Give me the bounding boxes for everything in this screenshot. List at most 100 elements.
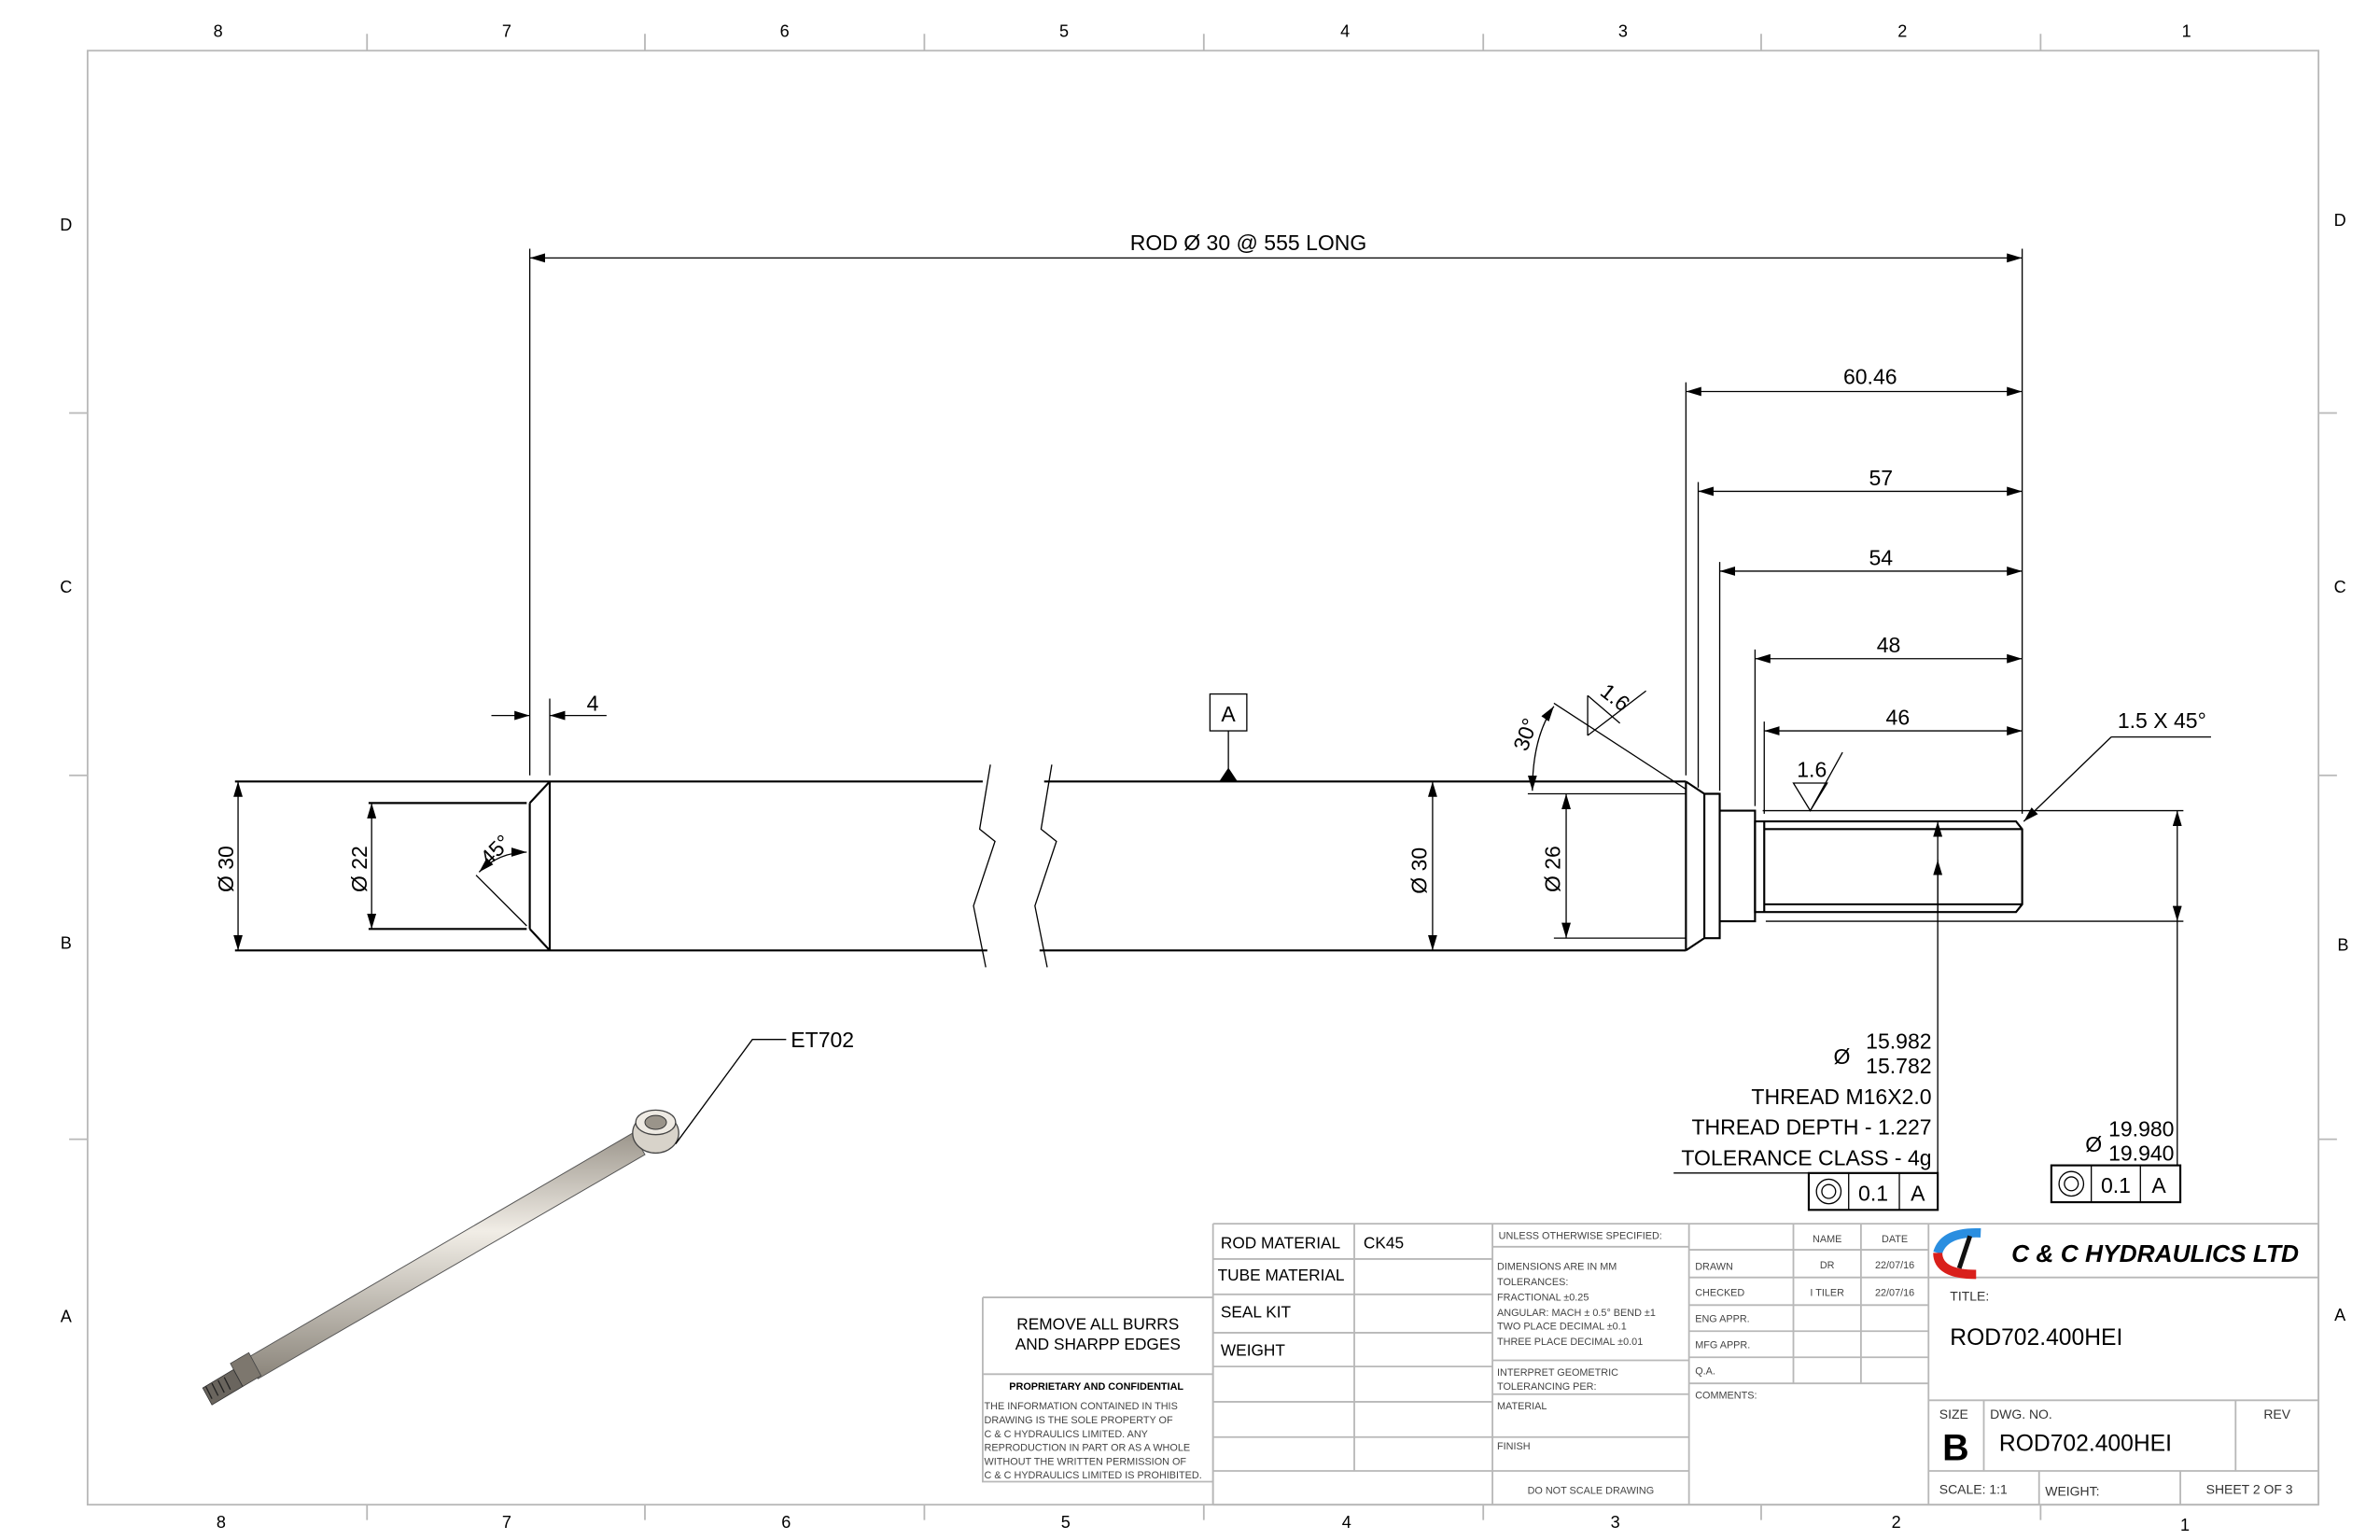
proprietary-line: C & C HYDRAULICS LIMITED. ANY [985, 1429, 1148, 1440]
concentricity-icon [1815, 1178, 1842, 1205]
material-label: SEAL KIT [1221, 1302, 1292, 1321]
zone-label: B [2337, 935, 2348, 954]
shank-dia-lower: 19.940 [2108, 1141, 2174, 1166]
proprietary-line: THE INFORMATION CONTAINED IN THIS [985, 1401, 1178, 1412]
zone-labels-side: D C B A D C B A [60, 211, 2348, 1326]
dia-30-left: Ø 30 [214, 846, 238, 892]
zone-label: 6 [780, 21, 790, 40]
zone-label: D [2334, 211, 2346, 230]
proprietary-line: REPRODUCTION IN PART OR AS A WHOLE [985, 1443, 1191, 1454]
burrs-note: REMOVE ALL BURRS AND SHARPP EDGES [1015, 1315, 1181, 1353]
no-scale-note: DO NOT SCALE DRAWING [1528, 1486, 1655, 1497]
zone-label: 3 [1611, 1513, 1620, 1532]
material-label: ROD MATERIAL [1221, 1233, 1341, 1252]
thread-spec: THREAD M16X2.0 [1751, 1085, 1931, 1109]
zone-label: 1 [2180, 1516, 2190, 1534]
thread-depth: THREAD DEPTH - 1.227 [1691, 1115, 1931, 1140]
break-line [973, 764, 1057, 968]
role: MFG APPR. [1695, 1339, 1750, 1351]
interpret-line: TOLERANCING PER: [1497, 1381, 1596, 1393]
dwg-no: ROD702.400HEI [1999, 1432, 2172, 1457]
zone-label: C [2334, 578, 2346, 596]
zone-label: 2 [1897, 21, 1907, 40]
proprietary-line: DRAWING IS THE SOLE PROPERTY OF [985, 1415, 1173, 1426]
tolerance-line: DIMENSIONS ARE IN MM [1497, 1261, 1617, 1272]
chamfer-label: 1.5 X 45° [2118, 708, 2206, 733]
rod-material-value: CK45 [1364, 1233, 1404, 1252]
rev-label: REV [2263, 1407, 2290, 1421]
dim-60-46: 60.46 [1843, 364, 1897, 388]
dim-54: 54 [1869, 545, 1893, 569]
rod-isometric-icon: ET702 [202, 1028, 854, 1406]
chamfer-callout: 1.5 X 45° [2023, 708, 2211, 822]
size-label: SIZE [1939, 1407, 1968, 1421]
burrs-line-1: REMOVE ALL BURRS [1016, 1315, 1179, 1334]
thread-tolerance: TOLERANCE CLASS - 4g [1681, 1146, 1931, 1170]
burrs-line-2: AND SHARPP EDGES [1015, 1335, 1181, 1353]
dia-30-mid: Ø 30 [1407, 847, 1431, 894]
tolerance-line: ANGULAR: MACH ± 0.5° BEND ±1 [1497, 1308, 1656, 1319]
datum-label: A [1221, 702, 1236, 726]
surface-finish-2: 1.6 [1797, 757, 1827, 781]
overall-length-label: ROD Ø 30 @ 555 LONG [1130, 231, 1367, 255]
proprietary-note: PROPRIETARY AND CONFIDENTIAL THE INFORMA… [985, 1381, 1202, 1481]
zone-label: 7 [502, 21, 511, 40]
title-block: REMOVE ALL BURRS AND SHARPP EDGES PROPRI… [982, 1223, 2320, 1506]
zone-label: 6 [781, 1513, 791, 1532]
proprietary-line: WITHOUT THE WRITTEN PERMISSION OF [985, 1456, 1187, 1467]
proprietary-title: PROPRIETARY AND CONFIDENTIAL [1009, 1381, 1183, 1393]
zone-label: B [61, 934, 72, 953]
fcf-datum: A [1911, 1181, 1925, 1205]
approvals-table: NAME DATE DRAWN DR 22/07/16 CHECKED I TI… [1695, 1234, 1914, 1402]
surface-finish-1: 1.6 [1596, 679, 1634, 716]
zone-label: 3 [1618, 21, 1628, 40]
rod-profile [234, 764, 2023, 968]
drawing-title: ROD702.400HEI [1950, 1325, 2122, 1351]
dim-46: 46 [1886, 705, 1911, 729]
finish-field: FINISH [1497, 1441, 1531, 1452]
zone-label: 1 [2182, 21, 2191, 40]
proprietary-line: C & C HYDRAULICS LIMITED IS PROHIBITED. [985, 1470, 1202, 1481]
fcf-value: 0.1 [1858, 1181, 1888, 1205]
zone-label: 5 [1059, 21, 1069, 40]
tolerance-line: TWO PLACE DECIMAL ±0.1 [1497, 1322, 1627, 1333]
title-label: TITLE: [1950, 1288, 1989, 1303]
zone-label: 7 [502, 1513, 511, 1532]
zone-label: A [61, 1307, 73, 1325]
zone-label: C [60, 578, 72, 596]
surface-finish-symbol: 1.6 1.6 [1587, 679, 1843, 812]
dimension-stack: 60.46 57 54 48 46 [1685, 364, 2023, 814]
material-field: MATERIAL [1497, 1401, 1547, 1412]
diameter-symbol: Ø [2085, 1132, 2102, 1156]
sheet-size: B [1942, 1427, 1969, 1468]
fcf-value: 0.1 [2101, 1173, 2131, 1197]
concentricity-icon [2058, 1170, 2085, 1197]
name: DR [1820, 1260, 1835, 1271]
role: DRAWN [1695, 1261, 1733, 1272]
zone-label: D [60, 216, 72, 234]
tolerance-line: TOLERANCES: [1497, 1277, 1568, 1288]
dwg-no-label: DWG. NO. [1990, 1407, 2052, 1421]
zone-label: 5 [1061, 1513, 1071, 1532]
zone-ticks [69, 34, 2337, 1520]
company-name: C & C HYDRAULICS LTD [2011, 1239, 2299, 1267]
material-label: TUBE MATERIAL [1218, 1266, 1345, 1284]
tolerance-line: FRACTIONAL ±0.25 [1497, 1292, 1589, 1303]
scale: SCALE: 1:1 [1939, 1482, 2008, 1497]
zone-label: 2 [1892, 1513, 1901, 1532]
zone-labels-bottom: 8 7 6 5 4 3 2 1 [217, 1513, 2190, 1534]
iso-callout: ET702 [791, 1028, 854, 1052]
fcf-datum: A [2151, 1173, 2166, 1197]
zone-label: A [2334, 1306, 2346, 1324]
thread-dia-lower: 15.782 [1866, 1054, 1931, 1078]
materials-table: ROD MATERIAL CK45 TUBE MATERIAL SEAL KIT… [1218, 1233, 1404, 1359]
diameter-symbol: Ø [1833, 1044, 1850, 1069]
zone-label: 4 [1340, 21, 1350, 40]
zone-label: 8 [217, 1513, 226, 1532]
tolerance-line: THREE PLACE DECIMAL ±0.01 [1497, 1337, 1643, 1348]
sheet-number: SHEET 2 OF 3 [2206, 1482, 2293, 1497]
material-label: WEIGHT [1221, 1341, 1286, 1360]
tolerance-header: UNLESS OTHERWISE SPECIFIED: [1499, 1231, 1662, 1242]
zone-label: 8 [214, 21, 223, 40]
